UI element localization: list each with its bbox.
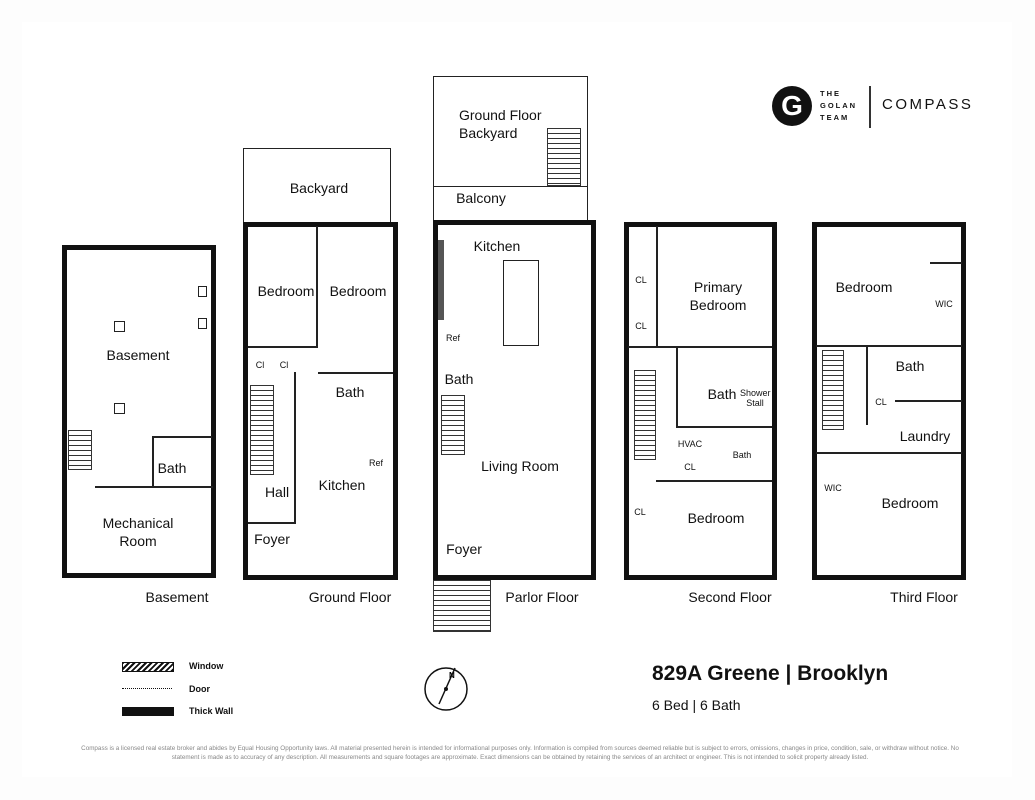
room-label: Primary Bedroom: [689, 279, 747, 313]
room-label: WIC: [824, 483, 842, 493]
golan-team-logo-icon: G: [772, 86, 812, 126]
floor-caption: Third Floor: [890, 589, 958, 605]
room-label: Hall: [264, 484, 290, 500]
room-label: CL: [635, 275, 647, 285]
thick-wall-legend-icon: [122, 707, 174, 716]
appliance-label: Ref: [368, 458, 384, 468]
svg-text:N: N: [449, 671, 455, 680]
compass-logo: COMPASS: [882, 96, 974, 113]
room-label: HVAC: [677, 439, 703, 449]
room-label: Bedroom: [881, 495, 939, 511]
logo-divider: [869, 86, 871, 128]
window-legend-icon: [122, 662, 174, 672]
room-label: CL: [684, 462, 696, 472]
floor-caption: Second Floor: [688, 589, 772, 605]
door-legend-icon: [122, 688, 172, 689]
room-label: Laundry: [899, 428, 951, 444]
room-label: Bedroom: [835, 279, 893, 295]
room-label: Bath: [157, 460, 187, 476]
room-label: Living Room: [481, 458, 559, 474]
room-label: CL: [875, 397, 887, 407]
room-label: Mechanical Room: [102, 515, 174, 549]
room-label: Bath: [444, 371, 474, 387]
listing-summary: 6 Bed | 6 Bath: [652, 697, 741, 713]
legend-label: Door: [189, 684, 210, 694]
floor-caption: Ground Floor: [308, 589, 392, 605]
room-label: Bedroom: [329, 283, 387, 299]
room-label: Balcony: [456, 190, 506, 206]
room-label: Ground Floor Backyard: [459, 107, 542, 141]
room-label: CL: [634, 507, 646, 517]
room-label: Bedroom: [257, 283, 315, 299]
disclaimer: Compass is a licensed real estate broker…: [81, 745, 959, 761]
room-label: Bedroom: [687, 510, 745, 526]
floor-caption: Basement: [145, 589, 209, 605]
room-label: Cl: [255, 360, 265, 370]
room-label: Kitchen: [318, 477, 366, 493]
room-label: Bath: [895, 358, 925, 374]
room-label: Kitchen: [473, 238, 521, 254]
north-compass-icon: N: [424, 667, 468, 711]
room-label: Bath: [335, 384, 365, 400]
room-label: Foyer: [254, 531, 290, 547]
room-label: Foyer: [446, 541, 482, 557]
room-label: Bath: [707, 386, 737, 402]
room-label: WIC: [935, 299, 953, 309]
room-label: Bath: [732, 450, 752, 460]
golan-team-wordmark: THE GOLAN TEAM: [820, 89, 858, 122]
room-label: Shower Stall: [740, 388, 771, 408]
room-label: CL: [635, 321, 647, 331]
room-label: Backyard: [289, 180, 349, 196]
legend-label: Thick Wall: [189, 706, 234, 716]
listing-title: 829A Greene | Brooklyn: [652, 662, 889, 685]
appliance-label: Ref: [445, 333, 461, 343]
floor-caption: Parlor Floor: [505, 589, 579, 605]
room-label: Cl: [279, 360, 289, 370]
legend-label: Window: [189, 661, 224, 671]
room-label: Basement: [106, 347, 170, 363]
